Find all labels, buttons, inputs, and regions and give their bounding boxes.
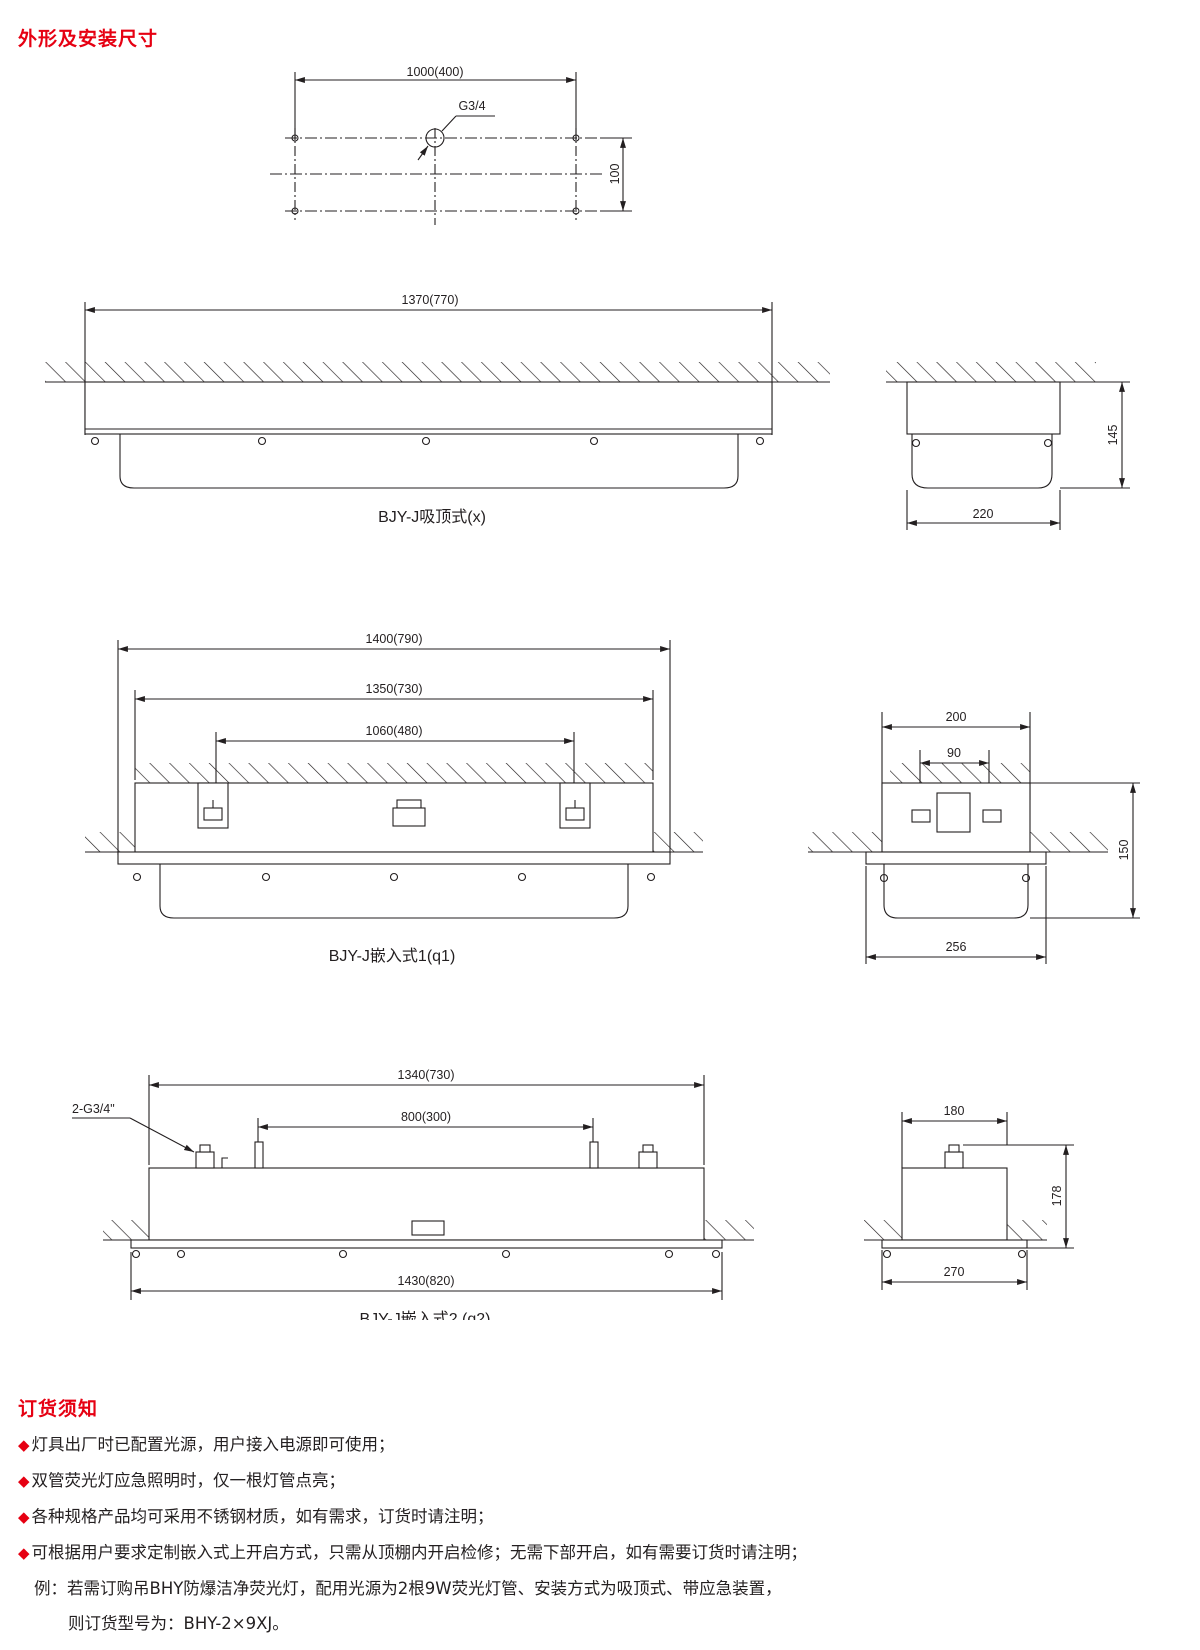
plan-width-label: 1000(400)	[407, 65, 464, 79]
note-text: 灯具出厂时已配置光源，用户接入电源即可使用；	[31, 1435, 395, 1454]
note-text: 各种规格产品均可采用不锈钢材质，如有需求，订货时请注明；	[31, 1507, 494, 1526]
recessed-2-front	[72, 1075, 754, 1300]
note-text: 双管荧光灯应急照明时，仅一根灯管点亮；	[31, 1471, 346, 1490]
ceiling-mount-front	[45, 302, 830, 489]
recessed2-side-top-label: 180	[944, 1104, 965, 1118]
ceiling-mount-caption: BJY-J吸顶式(x)	[378, 508, 486, 526]
recessed2-caption: BJY-J嵌入式2 (q2)	[359, 1310, 490, 1320]
ceiling-mount-side	[886, 362, 1130, 530]
recessed1-side-height-label: 150	[1117, 840, 1131, 861]
recessed2-inner-label: 800(300)	[401, 1110, 451, 1124]
plan-height-label: 100	[608, 164, 622, 185]
recessed-1-side	[808, 712, 1140, 964]
note-text: 可根据用户要求定制嵌入式上开启方式，只需从顶棚内开启检修；无需下部开启，如有需要…	[31, 1543, 808, 1562]
example-line: 例：若需订购吊BHY防爆洁净荧光灯，配用光源为2根9W荧光灯管、安装方式为吸顶式…	[34, 1579, 782, 1598]
plan-thread-label: G3/4	[458, 99, 485, 113]
recessed2-thread-label: 2-G3/4"	[72, 1102, 115, 1116]
dimensions-heading: 外形及安装尺寸	[18, 28, 159, 50]
recessed2-side-bottom-label: 270	[944, 1265, 965, 1279]
recessed1-outer-label: 1400(790)	[366, 632, 423, 646]
recessed2-top-label: 1340(730)	[398, 1068, 455, 1082]
dimension-drawings: 1000(400) G3/4 100 1370(770) 145 220 140…	[45, 65, 1140, 1320]
recessed-2-side	[864, 1112, 1074, 1290]
ordering-notes: ◆灯具出厂时已配置光源，用户接入电源即可使用； ◆双管荧光灯应急照明时，仅一根灯…	[18, 1427, 1188, 1641]
ceiling-side-width-label: 220	[973, 507, 994, 521]
ceiling-side-height-label: 145	[1106, 425, 1120, 446]
diamond-bullet-icon: ◆	[18, 1544, 30, 1562]
recessed1-inner-label: 1060(480)	[366, 724, 423, 738]
ordering-heading: 订货须知	[18, 1398, 99, 1420]
recessed1-side-bottom-label: 256	[946, 940, 967, 954]
recessed2-bottom-label: 1430(820)	[398, 1274, 455, 1288]
example-model-line: 则订货型号为：BHY-2×9XJ。	[68, 1614, 289, 1633]
diamond-bullet-icon: ◆	[18, 1472, 30, 1490]
diamond-bullet-icon: ◆	[18, 1436, 30, 1454]
recessed2-side-height-label: 178	[1050, 1186, 1064, 1207]
recessed1-side-top-label: 200	[946, 710, 967, 724]
note-item: ◆各种规格产品均可采用不锈钢材质，如有需求，订货时请注明；	[18, 1499, 1188, 1535]
recessed1-middle-label: 1350(730)	[366, 682, 423, 696]
diamond-bullet-icon: ◆	[18, 1508, 30, 1526]
note-item: ◆灯具出厂时已配置光源，用户接入电源即可使用；	[18, 1427, 1188, 1463]
note-item: ◆可根据用户要求定制嵌入式上开启方式，只需从顶棚内开启检修；无需下部开启，如有需…	[18, 1535, 1188, 1571]
recessed1-caption: BJY-J嵌入式1(q1)	[329, 947, 456, 965]
note-item: ◆双管荧光灯应急照明时，仅一根灯管点亮；	[18, 1463, 1188, 1499]
mounting-plan	[270, 72, 632, 225]
ceiling-length-label: 1370(770)	[402, 293, 459, 307]
recessed1-side-inner-label: 90	[947, 746, 961, 760]
recessed-1-front	[85, 640, 703, 919]
